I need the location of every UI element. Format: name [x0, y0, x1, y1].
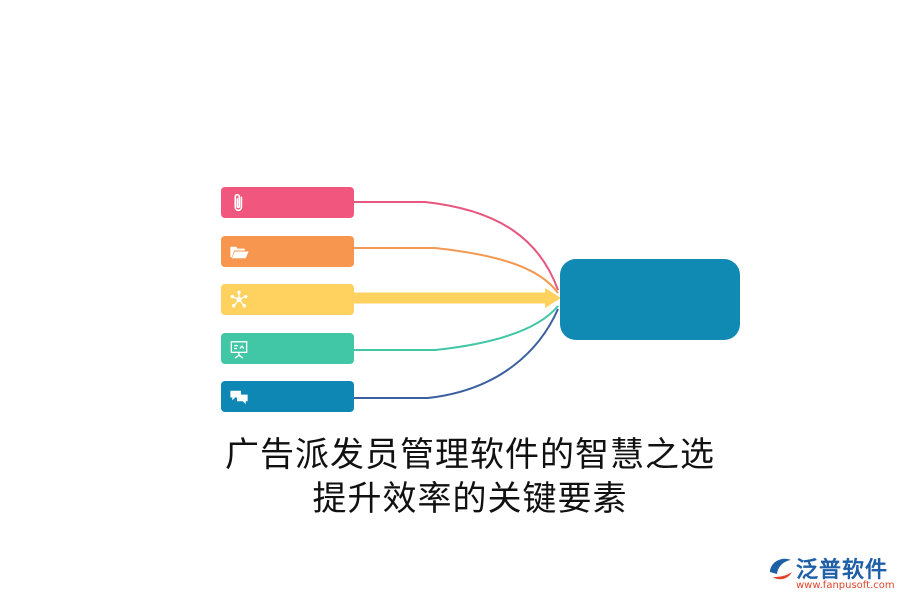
network-nodes-icon [230, 290, 248, 308]
paperclip-icon [234, 193, 243, 212]
brand-logo-mark-icon [770, 558, 792, 580]
topic-card-4[interactable] [221, 333, 354, 364]
chat-bubbles-icon [230, 390, 248, 405]
connector-arrowhead [545, 288, 561, 308]
central-hub-box[interactable] [560, 259, 740, 340]
topic-card-3[interactable] [221, 284, 354, 315]
presentation-board-icon [230, 341, 248, 359]
connector-line-4 [354, 305, 559, 351]
connector-line-2 [354, 247, 559, 294]
brand-logo-name: 泛普软件 [796, 558, 889, 583]
brand-logo-url: www.fanpusoft.com [796, 580, 895, 591]
open-folder-icon [230, 246, 249, 259]
topic-card-2[interactable] [221, 236, 354, 267]
connector-line-1 [354, 201, 559, 291]
title-line-1: 广告派发员管理软件的智慧之选 [225, 435, 715, 475]
topic-card-5[interactable] [221, 381, 354, 412]
connector-line-5 [354, 308, 559, 399]
topic-card-1[interactable] [221, 187, 354, 218]
brand-logo: 泛普软件 www.fanpusoft.com [762, 548, 895, 596]
title-line-2: 提升效率的关键要素 [312, 479, 628, 519]
